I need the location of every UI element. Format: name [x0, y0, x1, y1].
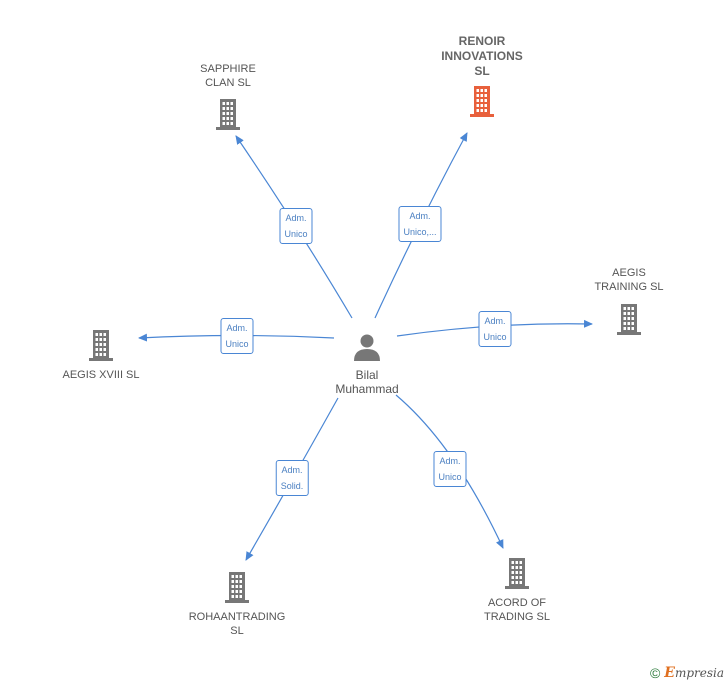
- empresia-logo[interactable]: Empresia: [664, 665, 724, 681]
- role-badge-aegis-training: Adm. Unico: [478, 311, 512, 347]
- role-badge-aegis-xviii: Adm. Unico: [220, 318, 254, 354]
- role-badge-renoir: Adm. Unico,...: [398, 206, 442, 242]
- role-badge-acord: Adm. Unico: [433, 451, 467, 487]
- building-icon[interactable]: [213, 97, 243, 136]
- company-name-sapphire[interactable]: SAPPHIRE CLAN SL: [200, 63, 256, 89]
- building-icon[interactable]: [502, 556, 532, 595]
- person-icon[interactable]: [352, 333, 382, 366]
- building-icon[interactable]: [614, 302, 644, 341]
- building-icon[interactable]: [222, 570, 252, 609]
- role-badge-rohaantrading: Adm. Solid.: [275, 460, 309, 496]
- footer-credit: © Empresia: [650, 665, 724, 681]
- building-icon[interactable]: [467, 84, 497, 123]
- person-name[interactable]: Bilal Muhammad: [335, 368, 399, 396]
- company-name-acord[interactable]: ACORD OF TRADING SL: [483, 597, 551, 623]
- company-name-renoir[interactable]: RENOIR INNOVATIONS SL: [441, 34, 523, 78]
- company-name-rohaantrading[interactable]: ROHAANTRADING SL: [188, 611, 286, 637]
- building-icon[interactable]: [86, 328, 116, 367]
- copyright-symbol: ©: [649, 665, 661, 681]
- role-badge-sapphire: Adm. Unico: [279, 208, 313, 244]
- company-name-aegis-xviii[interactable]: AEGIS XVIII SL: [62, 369, 140, 381]
- company-name-aegis-training[interactable]: AEGIS TRAINING SL: [594, 267, 664, 293]
